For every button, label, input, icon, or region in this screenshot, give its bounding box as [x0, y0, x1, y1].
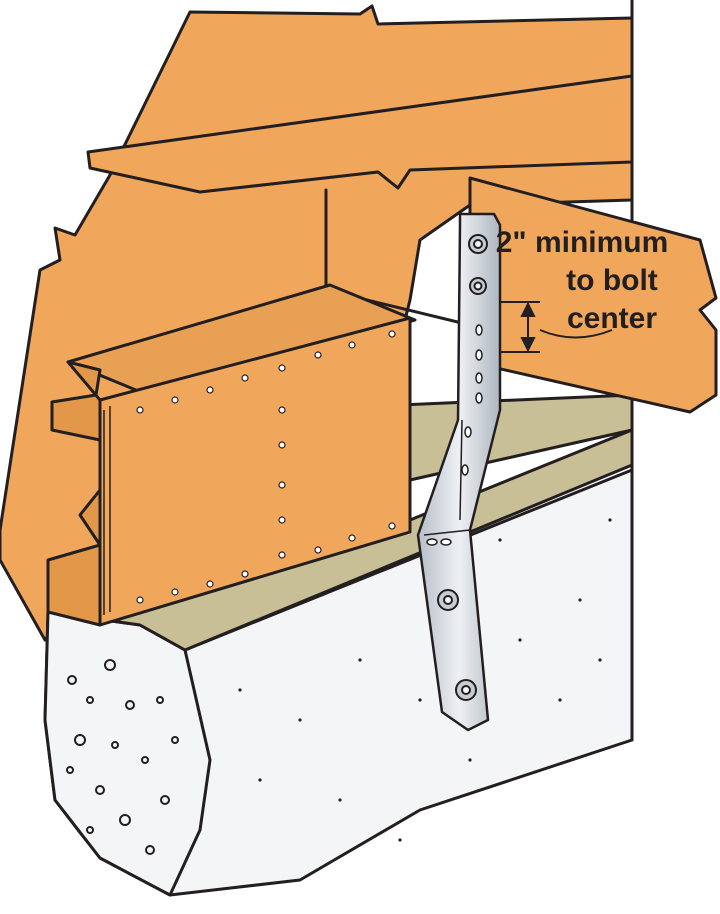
dimension-arrow	[500, 301, 540, 353]
annotation-line-2: to bolt	[566, 264, 658, 297]
annotation-line-3: center	[567, 302, 657, 335]
bolt-middle	[469, 277, 487, 295]
leader-line	[539, 329, 613, 339]
top-plate-board	[468, 176, 718, 414]
deck-board	[86, 74, 634, 194]
bolt-top	[468, 234, 488, 254]
anchor-bolt-upper	[437, 589, 459, 611]
strap-holes	[426, 324, 483, 546]
joist-front-face	[98, 316, 412, 627]
anchor-bolt-lower	[455, 679, 477, 701]
concrete-texture	[66, 659, 179, 855]
concrete-front-face	[43, 610, 212, 897]
joist-left-face	[46, 360, 102, 627]
annotation-line-1: 2" minimum	[496, 226, 669, 259]
strap-bend-lines	[423, 419, 471, 536]
end-grain	[103, 406, 111, 615]
nail-pattern	[136, 330, 396, 604]
joist-top	[66, 283, 417, 402]
